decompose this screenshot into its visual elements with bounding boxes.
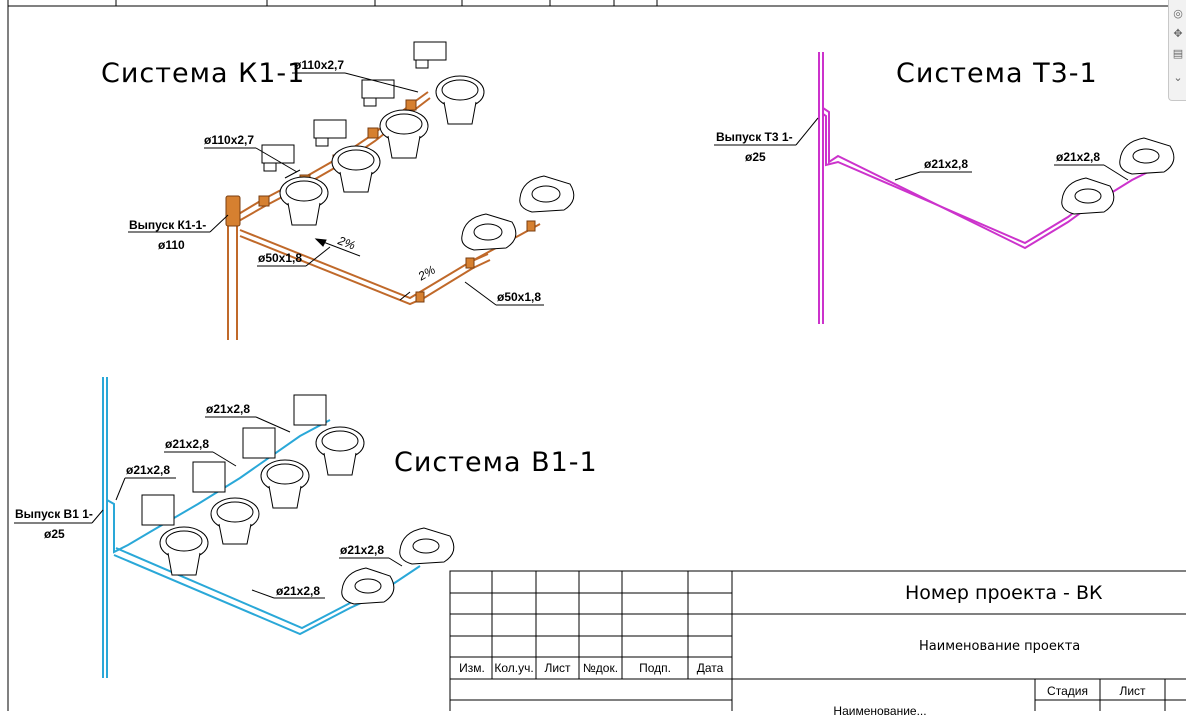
pan-icon[interactable]: ✥ xyxy=(1173,27,1183,40)
header-data: Дата xyxy=(696,661,724,675)
partial-name-text: Наименование... xyxy=(833,704,927,718)
k1-outlet-label: Выпуск К1-1- xyxy=(129,218,207,232)
t3-pipe-sink-label: ø21x2,8 xyxy=(1056,150,1101,164)
project-name: Наименование проекта xyxy=(919,639,1081,654)
b1-pipe-label-4: ø21x2,8 xyxy=(340,543,385,557)
k1-toilets xyxy=(261,41,485,226)
b1-toilets xyxy=(141,394,365,576)
sheet-label: Лист xyxy=(1119,684,1146,698)
k1-outlet-diameter: ø110 xyxy=(158,238,185,252)
header-podp: Подп. xyxy=(639,661,671,675)
header-list: Лист xyxy=(544,661,571,675)
project-number: Номер проекта - ВК xyxy=(905,582,1103,604)
b1-pipes xyxy=(102,377,421,678)
zoom-icon[interactable]: ◎ xyxy=(1173,7,1183,20)
k1-slope-arrows xyxy=(284,169,411,301)
k1-branch-left-label: ø50x1,8 xyxy=(258,251,303,265)
k1-system-title: Система К1-1 xyxy=(101,58,306,89)
b1-pipe-label-5: ø21x2,8 xyxy=(276,584,321,598)
b1-pipe-label-1: ø21x2,8 xyxy=(206,402,251,416)
b1-pipe-label-3: ø21x2,8 xyxy=(126,463,171,477)
b1-sinks xyxy=(341,527,455,605)
k1-sinks xyxy=(461,175,575,251)
b1-outlet-diameter: ø25 xyxy=(44,527,65,541)
title-block-grid xyxy=(449,570,1186,711)
k1-pipe-mid-label: ø110x2,7 xyxy=(204,133,255,147)
b1-outlet-label: Выпуск В1 1- xyxy=(15,507,93,521)
k1-branch-right-label: ø50x1,8 xyxy=(497,290,542,304)
k1-pipe-top-label: ø110x2,7 xyxy=(294,58,345,72)
b1-system-title: Система В1-1 xyxy=(394,447,598,478)
t3-outlet-diameter: ø25 xyxy=(745,150,766,164)
t3-pipe-main-label: ø21x2,8 xyxy=(924,157,969,171)
t3-outlet-label: Выпуск Т3 1- xyxy=(716,130,793,144)
b1-pipe-label-2: ø21x2,8 xyxy=(165,437,210,451)
header-kol-uch: Кол.уч. xyxy=(494,661,534,675)
stage-label: Стадия xyxy=(1047,684,1088,698)
header-ndok: №док. xyxy=(582,661,619,675)
header-izm: Изм. xyxy=(459,661,485,675)
k1-leaders xyxy=(128,72,544,306)
t3-system-title: Система Т3-1 xyxy=(896,58,1098,89)
drawing-frame xyxy=(7,0,1168,711)
t3-pipes xyxy=(818,52,1149,324)
t3-leaders xyxy=(714,117,1129,181)
b1-leaders xyxy=(14,416,403,599)
menu-icon[interactable]: ▤ xyxy=(1172,47,1184,60)
t3-sinks xyxy=(1061,137,1175,215)
chevron-down-icon[interactable]: ⌄ xyxy=(1173,71,1183,84)
viewer-toolbar: ◎ ✥ ▤ ⌄ xyxy=(1168,0,1186,101)
